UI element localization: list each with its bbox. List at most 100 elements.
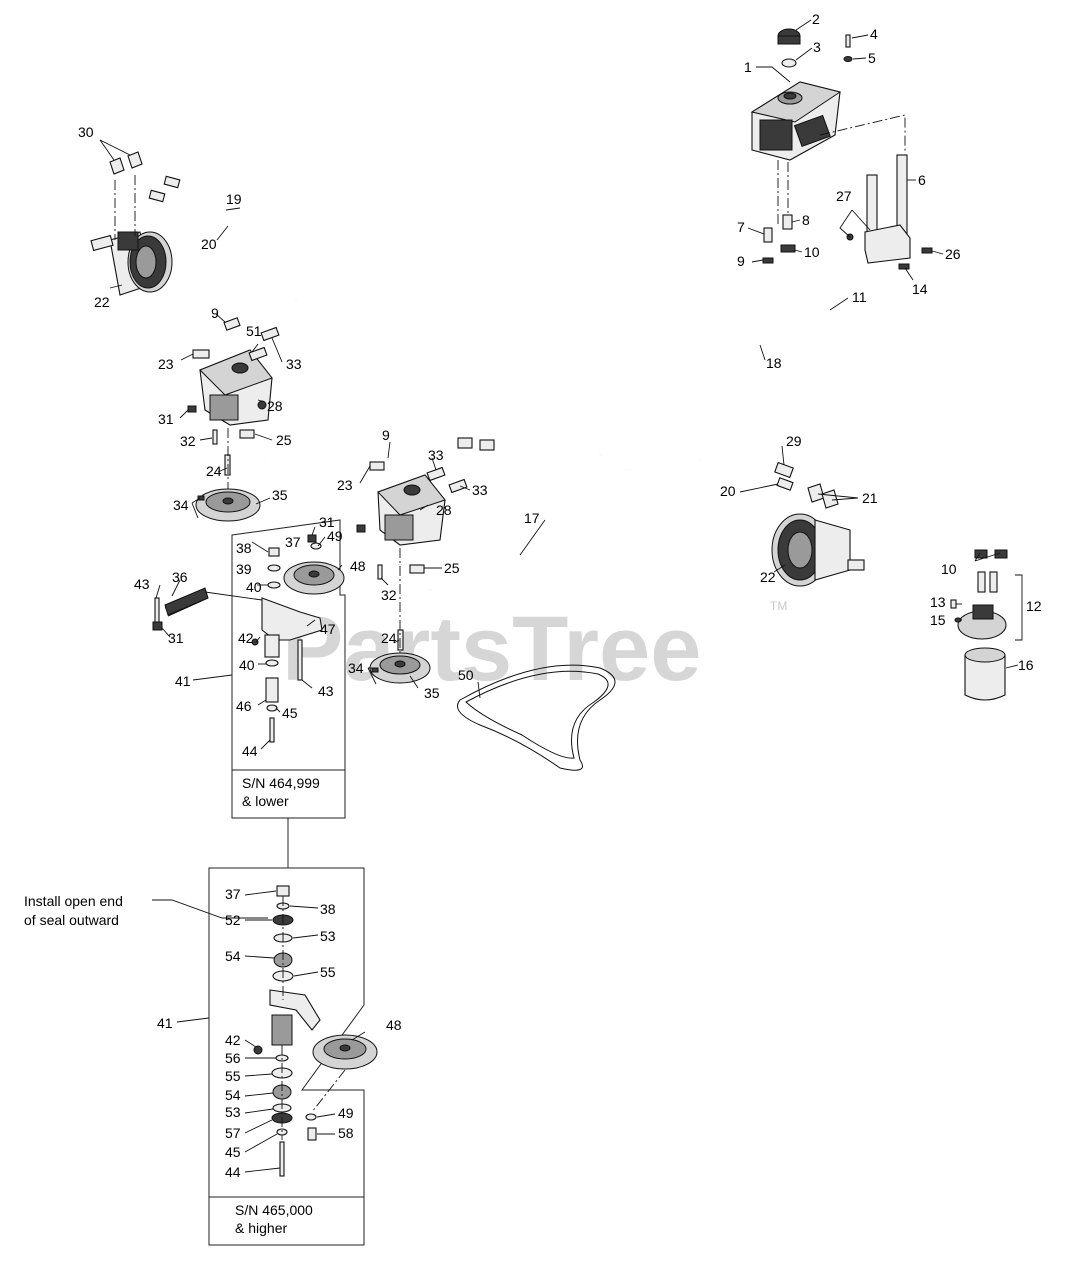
callout-54-upper: 54 [225,948,241,964]
hose-end-20-right [776,477,794,491]
hose-end-19 [163,175,181,189]
callout-21: 21 [862,490,878,506]
washer-49-lower [310,542,322,550]
callout-31-idler: 31 [319,514,335,530]
callout-52: 52 [225,912,241,928]
filter-head [957,549,1008,640]
wheel-motor-left [90,231,173,296]
callout-30: 30 [78,124,94,140]
callout-15: 15 [930,612,946,628]
callout-9-left-pump: 9 [211,305,219,321]
fitting-23-center [369,461,385,471]
washer-45-lower [266,704,278,712]
seal-note-line1: Install open end [24,893,123,909]
seal-note-line2: of seal outward [24,912,119,928]
callout-57: 57 [225,1125,241,1141]
callout-4: 4 [870,26,878,42]
nut-38-lower [268,547,280,557]
pulley-35-left [195,488,261,522]
idler-kit-higher-frame [208,867,365,1246]
callout-28-center: 28 [436,502,452,518]
callout-37-higher: 37 [225,886,241,902]
callout-38-higher: 38 [320,901,336,917]
callout-27: 27 [836,188,852,204]
callout-26: 26 [945,246,961,262]
nut-31-upper [307,534,317,543]
sn-lower-line1: S/N 464,999 [242,775,320,791]
sn-lower-line2: & lower [242,793,289,809]
bolt-14 [898,263,910,270]
hydraulic-reservoir [750,81,842,161]
cap-gasket [781,58,797,68]
key-24-center [397,629,404,651]
nut-42-higher [253,1045,263,1055]
nut-31-left [187,405,197,413]
idler-hub-higher [271,1014,293,1046]
callout-41-lower: 41 [175,673,191,689]
fitting-23-left [192,349,210,359]
callout-28-left: 28 [267,398,283,414]
hydro-pump-center [377,474,446,546]
bolt-26 [921,247,933,254]
setscrew-34-left [197,495,205,501]
nut-31-spring [152,621,163,631]
callout-19: 19 [226,191,242,207]
callout-9-tank: 9 [737,253,745,269]
callout-38-lower: 38 [236,540,252,556]
callout-54-lower: 54 [225,1087,241,1103]
bolt-4 [845,34,851,48]
callout-22-left: 22 [94,294,110,310]
hose-end-center-b [479,439,495,451]
callout-34-left: 34 [173,497,189,513]
callout-53-lower: 53 [225,1104,241,1120]
idler-pulley-48-higher [312,1034,378,1070]
callout-35-left: 35 [272,487,288,503]
callout-49-higher: 49 [338,1105,354,1121]
washer-39 [267,564,281,572]
callout-42-lower: 42 [238,630,254,646]
callout-37-lower: 37 [285,534,301,550]
callouts: 1 2 3 4 5 6 7 8 9 9 9 10 10 11 12 13 14 … [78,11,1042,1180]
callout-5: 5 [868,50,876,66]
fitting-29 [774,461,794,479]
sn-higher-line2: & higher [235,1220,287,1236]
callout-20-right: 20 [720,483,736,499]
callout-43-lower: 43 [318,683,334,699]
callout-10-tank: 10 [804,244,820,260]
callout-56: 56 [225,1050,241,1066]
idler-arm-47 [261,597,323,641]
callout-55-upper: 55 [320,964,336,980]
callout-44-higher: 44 [225,1164,241,1180]
hydraulic-filter [964,647,1006,701]
callout-13: 13 [930,594,946,610]
watermark: PartsTree [282,598,701,700]
callout-36: 36 [172,569,188,585]
callout-11: 11 [852,289,867,305]
bolt-44-higher [279,1141,285,1177]
fitting-25-left [239,429,255,439]
hoses [159,179,1005,603]
callout-33-center-b: 33 [472,482,488,498]
callout-29: 29 [786,433,802,449]
hydro-pump-left [199,349,273,426]
callout-45-higher: 45 [225,1144,241,1160]
callout-9-center-pump: 9 [382,427,390,443]
callout-2: 2 [812,11,820,27]
leader-lines [99,19,1019,1173]
hose-clamp-10-tank [780,244,796,253]
fitting-left-top [223,317,241,331]
callout-1: 1 [744,59,752,75]
callout-17: 17 [524,510,540,526]
bushing-40-upper [267,581,281,589]
callout-20-left: 20 [201,236,217,252]
bolt-44-lower [269,717,275,743]
callout-44-lower: 44 [242,743,258,759]
callout-25-center: 25 [444,560,460,576]
washer-49-higher [305,1113,317,1121]
key-24-left [224,454,231,476]
fitting-33-center-a [426,466,446,482]
elbow-fittings-30 [109,151,143,175]
wheel-motor-right [771,513,865,587]
callout-32-center: 32 [381,587,397,603]
